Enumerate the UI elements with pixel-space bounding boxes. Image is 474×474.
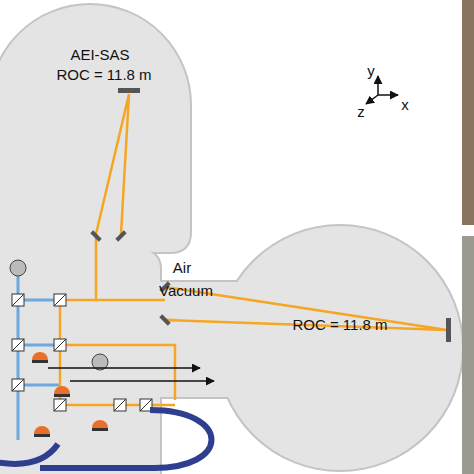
laser-beam — [60, 300, 175, 405]
beam-splitter — [12, 294, 24, 306]
mirror-symbol — [118, 88, 140, 93]
photodiode-symbol — [54, 394, 70, 397]
chamber-fill — [0, 5, 462, 474]
mirror-symbol — [90, 88, 451, 342]
axis-label: y — [367, 62, 375, 79]
axis-arrow — [366, 95, 378, 104]
beam-splitter — [114, 399, 126, 411]
beam-splitter — [12, 294, 24, 306]
beam-splitter — [54, 339, 66, 351]
axis-arrow — [378, 94, 398, 96]
laser-beam — [95, 236, 98, 300]
vacuum-chamber: ROC = 11.8 m — [218, 226, 462, 470]
vacuum-chamber: AEI-SAS ROC = 11.8 m — [0, 0, 190, 250]
chamber-outline — [0, 5, 190, 270]
beam-splitter — [54, 399, 66, 411]
photodiode-symbol — [34, 434, 50, 437]
chamber-fill — [0, 5, 190, 270]
photodiode-symbol — [54, 386, 70, 394]
chamber-fill — [218, 226, 462, 470]
mirror-label: ROC = 11.8 m — [56, 66, 151, 83]
beam-splitter — [114, 399, 126, 411]
photodiode-symbol — [92, 428, 108, 431]
photodiode-symbol — [32, 352, 108, 437]
chamber-outline — [0, 250, 160, 474]
photodiode-symbol — [32, 352, 48, 360]
axis-arrow — [377, 76, 379, 95]
photo-strip — [462, 0, 474, 474]
region-label: Air — [173, 259, 191, 276]
fiber — [40, 410, 212, 468]
laser-beam — [60, 345, 175, 400]
beam-splitter — [12, 379, 24, 391]
mirror-label: ROC = 11.8 m — [292, 316, 387, 333]
photodiode-symbol — [92, 420, 108, 428]
beam-splitter — [54, 294, 66, 306]
photodiode-symbol — [32, 360, 48, 363]
beam-splitter — [12, 294, 152, 411]
chamber-outline — [218, 226, 462, 470]
mirror-symbol — [90, 230, 101, 241]
chamber-outline — [0, 5, 462, 474]
signal-arrow — [70, 380, 214, 382]
beam-splitter — [12, 339, 24, 351]
chamber-fill — [0, 250, 160, 474]
beam-splitter — [12, 379, 24, 391]
beam-splitter — [54, 339, 66, 351]
photo-strip — [462, 236, 474, 474]
beam-splitter — [54, 399, 66, 411]
signal-arrow — [48, 368, 214, 381]
fiber — [0, 444, 58, 464]
axis-label: x — [401, 96, 409, 113]
chamber-name: AEI-SAS — [70, 46, 129, 63]
beam-splitter — [54, 294, 66, 306]
laser-beam — [60, 94, 447, 405]
axis-label: z — [357, 103, 365, 120]
region-label: Vacuum — [159, 282, 213, 299]
beam-splitter — [12, 339, 24, 351]
mirror-symbol — [446, 318, 451, 342]
axis-arrow — [366, 76, 398, 104]
photodiode-symbol — [34, 426, 50, 434]
photo-strip — [462, 0, 474, 225]
laser-beam — [96, 94, 129, 234]
fiber — [0, 410, 212, 468]
signal-arrow — [48, 367, 200, 369]
mirror-symbol — [115, 230, 126, 241]
laser-beam — [60, 299, 165, 302]
camera-symbol — [10, 260, 108, 370]
mirror-symbol — [159, 314, 170, 325]
camera-symbol — [10, 260, 26, 276]
